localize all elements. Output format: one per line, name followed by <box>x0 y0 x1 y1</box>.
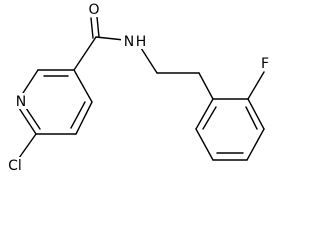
ch2-ring-bond <box>198 72 214 100</box>
benzene-bond-c6-c1 <box>195 98 214 130</box>
c6-cl-bond <box>18 133 37 159</box>
ring-nitrogen-label: N <box>16 94 26 110</box>
carbonyl-bond-1 <box>90 17 94 39</box>
pyridine-bond-c5-c4-inner <box>70 101 86 129</box>
benzene-bond-c6-c1-inner <box>202 106 217 130</box>
carbonyl-to-ring-bond <box>73 36 97 71</box>
pyridine-bond-c2-n1 <box>22 69 39 94</box>
amide-nitrogen-label: N <box>124 34 134 50</box>
atom-labels: O N H N Cl F <box>4 1 272 174</box>
carbonyl-bond-2 <box>96 16 100 38</box>
oxygen-label: O <box>88 2 99 18</box>
benzene-bond-c2-c3 <box>247 98 265 130</box>
amide-hydrogen-label: H <box>136 34 147 50</box>
benzene-bond-c5-c6 <box>195 128 214 161</box>
c2-f-bond <box>247 71 265 100</box>
pyridine-bond-n1-c6-inner <box>25 107 41 130</box>
n-ch2-bond <box>140 47 158 74</box>
pyridine-bond-c5-c4 <box>75 101 93 135</box>
amide-c-n-bond <box>95 36 125 41</box>
pyridine-bond-n1-c6 <box>18 107 37 135</box>
benzene-bond-c2-c3-inner <box>245 106 258 130</box>
molecule-structure-diagram: O N H N Cl F <box>4 1 272 174</box>
bonds <box>18 16 265 161</box>
chlorine-label: Cl <box>8 158 22 174</box>
benzene-bond-c3-c4 <box>246 128 265 161</box>
pyridine-bond-c4-c3 <box>73 69 93 103</box>
fluorine-label: F <box>261 56 269 72</box>
